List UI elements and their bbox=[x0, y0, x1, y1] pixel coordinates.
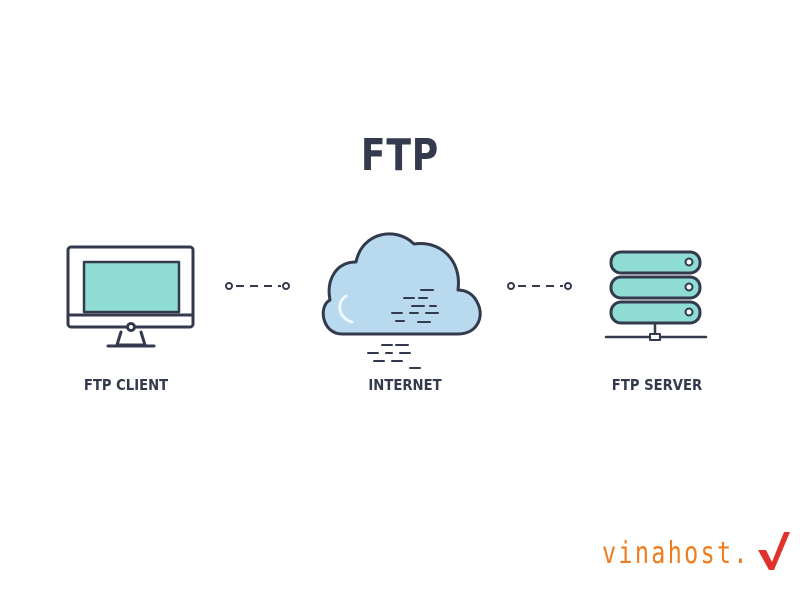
cloud-icon bbox=[321, 232, 482, 369]
internet-server-connector bbox=[507, 282, 572, 290]
checkmark-icon bbox=[758, 532, 790, 570]
ftp-client-label: FTP CLIENT bbox=[83, 376, 169, 394]
ftp-server-label: FTP SERVER bbox=[611, 376, 703, 394]
server-icon bbox=[604, 250, 708, 341]
monitor-icon bbox=[66, 245, 195, 348]
brand-name: vinahost. bbox=[602, 536, 750, 571]
brand-logo: vinahost. bbox=[598, 528, 798, 578]
client-internet-connector bbox=[225, 282, 290, 290]
data-stream-lines bbox=[367, 289, 439, 369]
internet-label: INTERNET bbox=[368, 376, 442, 394]
diagram-title: FTP bbox=[360, 130, 440, 181]
